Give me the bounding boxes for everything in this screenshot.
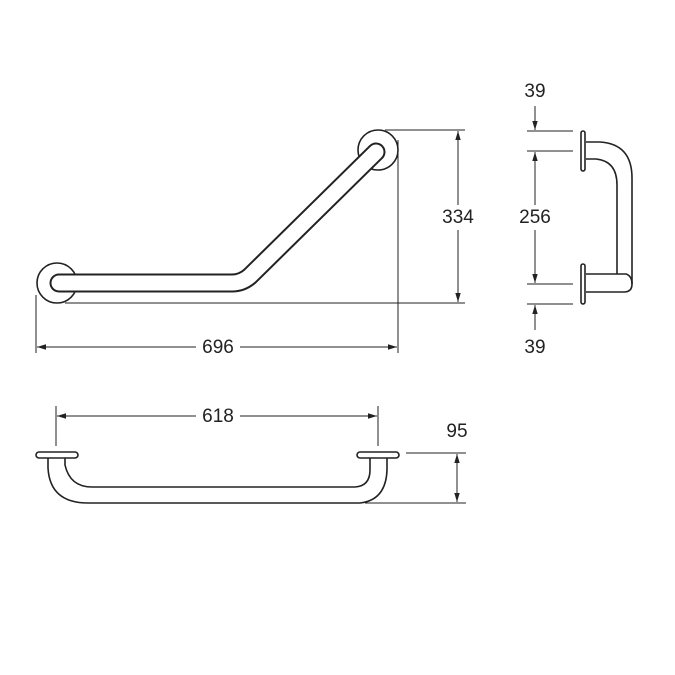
front-tube-inner [64, 458, 371, 488]
span-dimension-label: 256 [519, 207, 551, 228]
side-view: 39 256 39 [519, 81, 633, 358]
side-tube-inner [586, 158, 618, 274]
front-tube-outer [47, 458, 388, 504]
front-view: 618 95 [35, 406, 468, 504]
width-dimension-label: 696 [202, 337, 234, 358]
front-span-label: 618 [202, 406, 234, 427]
height-dimension-label: 334 [442, 207, 474, 228]
depth-dimension-label: 95 [446, 421, 467, 442]
top-view: 334 696 [35, 129, 474, 358]
angled-bar-fill [51, 144, 384, 291]
side-tube-outer [586, 141, 633, 293]
bottom-wall-plate [580, 263, 586, 305]
right-flange [356, 451, 400, 459]
side-tube-bottom [586, 273, 633, 285]
top-offset-label: 39 [524, 81, 545, 102]
bottom-offset-label: 39 [524, 337, 545, 358]
angled-bar-outline [49, 142, 386, 293]
top-wall-plate [580, 130, 586, 172]
left-flange [35, 451, 79, 459]
